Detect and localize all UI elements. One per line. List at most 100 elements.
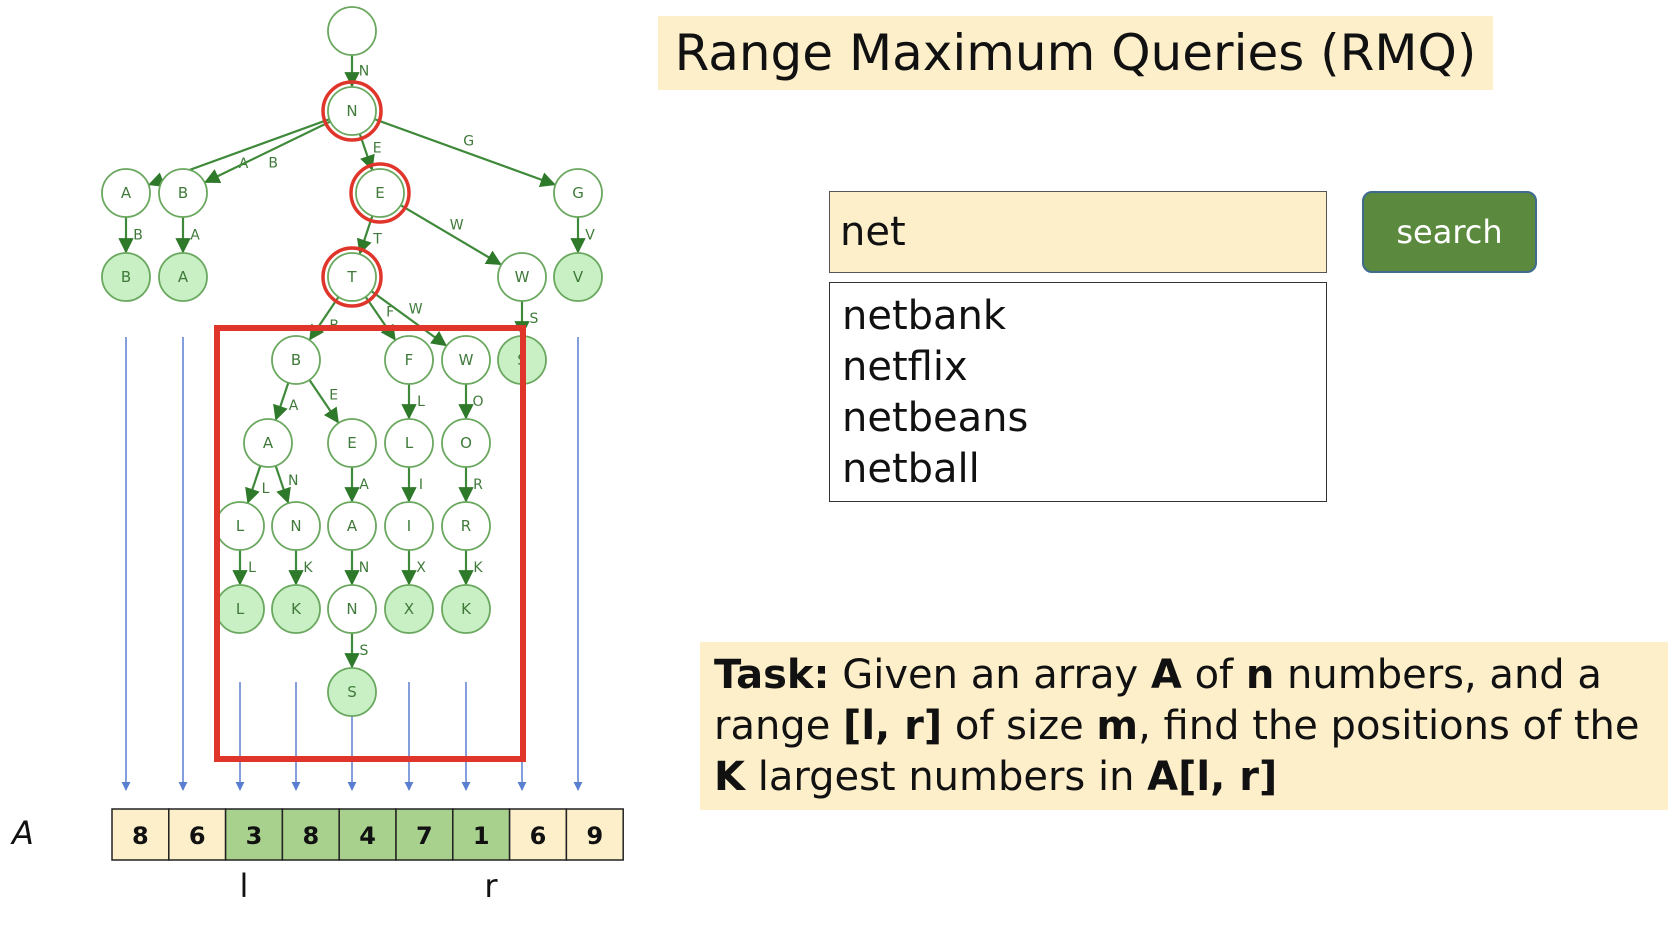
trie-node-label: A — [121, 184, 132, 202]
trie-node — [327, 584, 377, 634]
range-r-label: r — [484, 867, 498, 905]
task-term-range: [l, r] — [843, 703, 943, 749]
trie-node-label: A — [347, 517, 358, 535]
trie-edge — [309, 296, 340, 341]
trie-edge-label: B — [268, 156, 278, 172]
trie-node — [158, 252, 208, 302]
trie-node — [384, 584, 434, 634]
array-cell-value: 8 — [302, 822, 319, 850]
trie-edge-label: A — [359, 477, 369, 493]
trie-node — [101, 252, 151, 302]
array-label: A — [10, 814, 34, 852]
task-text: largest numbers in — [745, 754, 1148, 800]
trie-node — [355, 168, 405, 218]
suggestion-item[interactable]: netbeans — [842, 395, 1029, 441]
trie-node — [441, 418, 491, 468]
trie-edge — [308, 379, 339, 424]
task-description: Task: Given an array A of n numbers, and… — [700, 642, 1668, 810]
trie-node — [101, 168, 151, 218]
trie-node — [327, 501, 377, 551]
trie-edge-label: I — [419, 477, 423, 493]
trie-node — [271, 501, 321, 551]
trie-edge-label: E — [373, 141, 382, 157]
trie-node-label: B — [291, 351, 301, 369]
trie-edge-label: N — [359, 64, 369, 80]
suggestion-item[interactable]: netbank — [842, 293, 1007, 339]
trie-node-label: F — [405, 351, 414, 369]
task-term-a-range: A[l, r] — [1147, 754, 1278, 800]
trie-node-label: T — [346, 268, 357, 286]
trie-node-label: W — [515, 268, 530, 286]
task-text: Given an array — [829, 652, 1151, 698]
trie-node — [384, 335, 434, 385]
array-cell-value: 9 — [586, 822, 603, 850]
trie-node-label: X — [404, 600, 414, 618]
array-cell — [168, 808, 227, 861]
array-cell — [338, 808, 397, 861]
trie-edge-label: K — [473, 560, 483, 576]
array-cell-value: 3 — [246, 822, 263, 850]
trie-edge — [400, 204, 502, 266]
suggestion-item[interactable]: netflix — [842, 344, 968, 390]
trie-edge-label: A — [289, 398, 299, 414]
trie-node — [158, 168, 208, 218]
trie-node — [441, 501, 491, 551]
trie-edge — [274, 465, 291, 504]
array-cell-value: 6 — [530, 822, 547, 850]
trie-edge-label: T — [372, 231, 382, 247]
trie-node — [271, 584, 321, 634]
trie-node — [327, 252, 377, 302]
trie-node — [553, 168, 603, 218]
trie-edge-label: X — [416, 560, 426, 576]
trie-edge-label: A — [190, 228, 200, 244]
autocomplete-list: netbank netflix netbeans netball — [829, 282, 1327, 502]
trie-node — [384, 501, 434, 551]
array-cell-value: 8 — [132, 822, 149, 850]
trie-edge-label: K — [303, 560, 313, 576]
trie-node-label: S — [347, 683, 357, 701]
trie-edge-label: O — [472, 394, 483, 410]
trie-node-label: N — [290, 517, 301, 535]
trie-node — [553, 252, 603, 302]
trie-node-label: L — [236, 517, 245, 535]
trie-edge-label: L — [417, 394, 425, 410]
trie-node-label: A — [263, 434, 274, 452]
trie-edge-label: E — [329, 387, 338, 403]
trie-edge — [374, 118, 556, 187]
array-cell — [565, 808, 624, 861]
trie-node-label: E — [347, 434, 356, 452]
trie-edge-label: G — [463, 134, 474, 150]
trie-node — [243, 418, 293, 468]
trie-node-highlight-ring — [349, 162, 411, 224]
trie-node-label: O — [460, 434, 472, 452]
trie-edge — [364, 296, 396, 341]
trie-edge-label: B — [133, 228, 143, 244]
task-term-m: m — [1096, 703, 1139, 749]
task-term-n: n — [1245, 652, 1275, 698]
trie-node — [497, 252, 547, 302]
trie-node-label: L — [405, 434, 414, 452]
trie-node-highlight-ring — [321, 246, 383, 308]
trie-node — [441, 584, 491, 634]
trie-node — [271, 335, 321, 385]
task-text: of size — [942, 703, 1097, 749]
trie-edge-label: L — [248, 560, 256, 576]
trie-node-label: I — [407, 517, 411, 535]
trie-node-label: B — [121, 268, 131, 286]
search-input[interactable]: net — [829, 191, 1327, 273]
array-cell — [111, 808, 170, 861]
trie-edge — [204, 120, 331, 184]
trie-node-label: N — [346, 600, 357, 618]
search-button[interactable]: search — [1362, 191, 1537, 273]
trie-node — [441, 335, 491, 385]
task-label: Task: — [714, 652, 830, 698]
trie-node-label: L — [236, 600, 245, 618]
trie-edge-label: L — [262, 481, 270, 497]
subtree-highlight-box — [214, 325, 526, 762]
trie-edge-label: W — [450, 217, 464, 233]
trie-edge-label: N — [359, 560, 369, 576]
suggestion-item[interactable]: netball — [842, 446, 980, 492]
